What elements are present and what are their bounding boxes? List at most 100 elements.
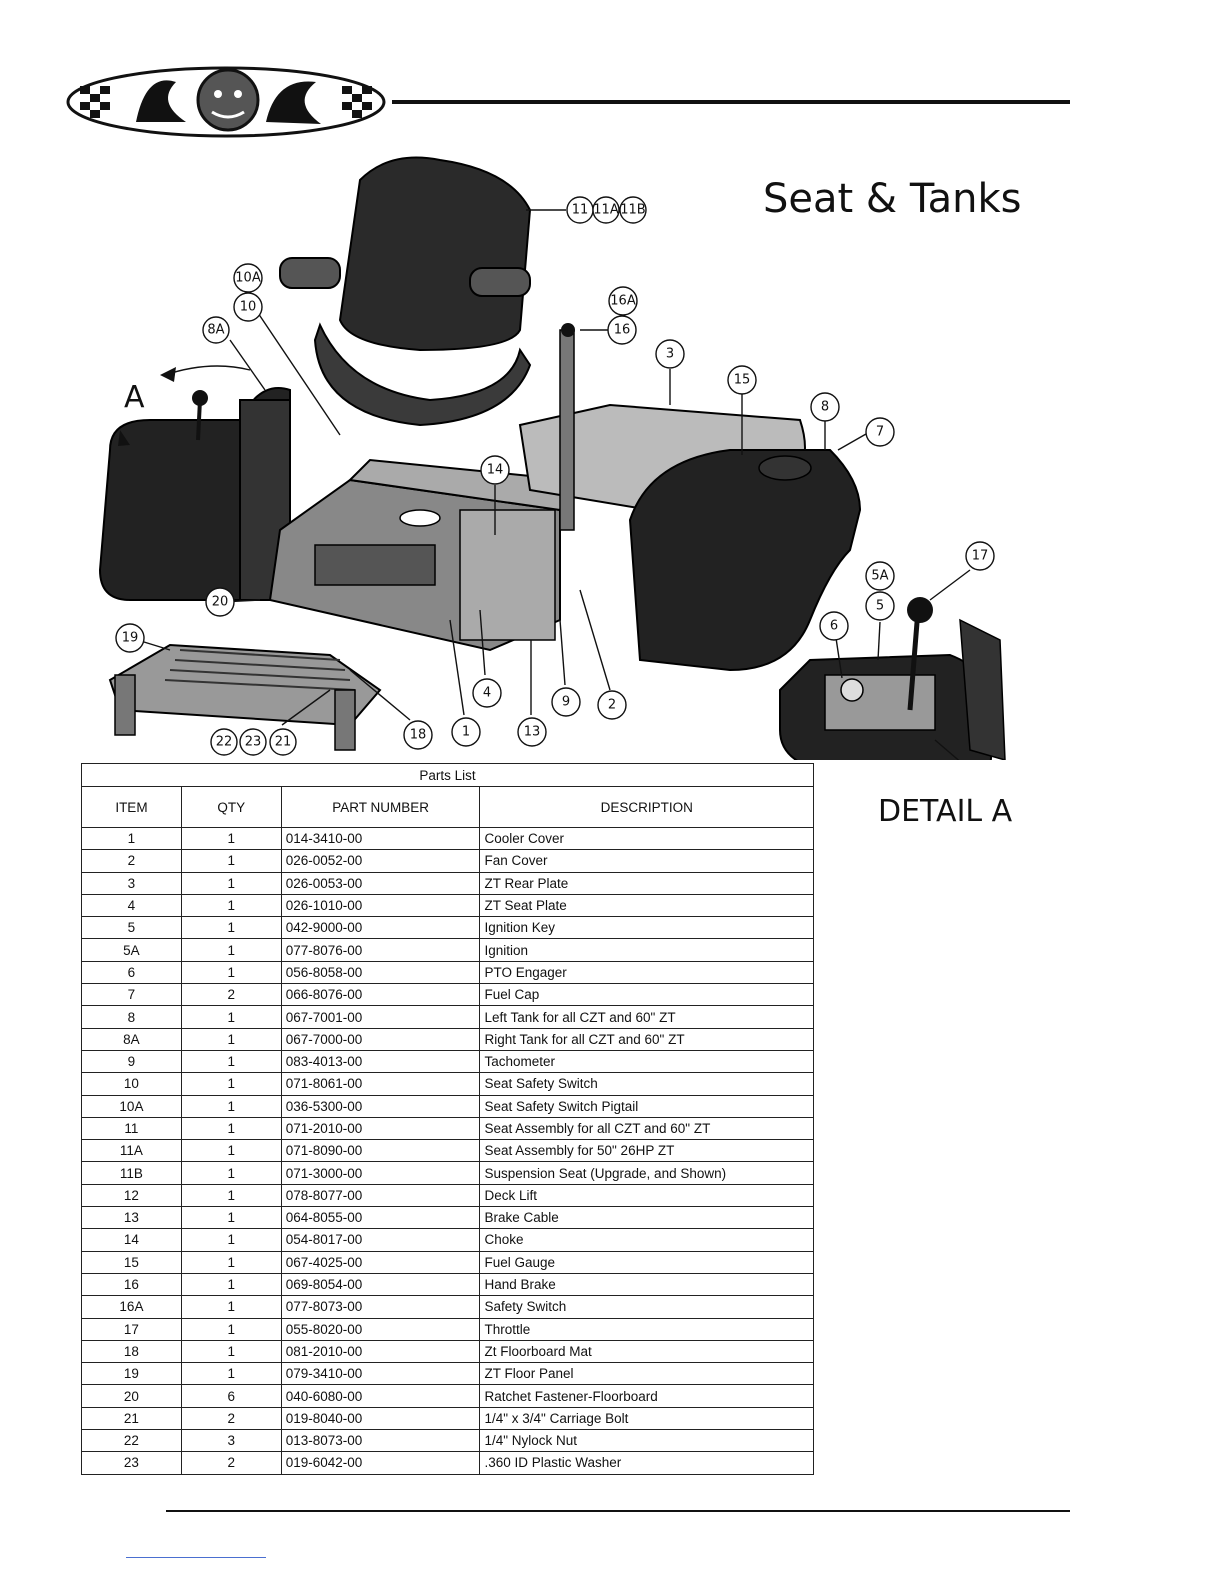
callout-13: 13 xyxy=(517,717,547,747)
svg-text:23: 23 xyxy=(245,735,262,750)
cell-part-number: 040-6080-00 xyxy=(280,1384,481,1408)
callout-14: 14 xyxy=(480,455,510,485)
callout-11: 11 xyxy=(566,196,594,224)
cell-qty: 2 xyxy=(180,1406,282,1431)
cell-qty: 1 xyxy=(180,1094,282,1118)
header-qty: QTY xyxy=(180,786,282,828)
cell-qty: 1 xyxy=(180,1317,282,1341)
leader-lines xyxy=(143,209,971,760)
svg-text:5A: 5A xyxy=(871,569,888,584)
cell-description: Choke xyxy=(479,1228,814,1252)
cell-qty: 6 xyxy=(180,1384,282,1408)
callout-16a: 16A xyxy=(608,286,638,316)
floorboard-illustration xyxy=(108,643,382,751)
svg-text:16A: 16A xyxy=(610,294,636,309)
svg-text:8: 8 xyxy=(821,400,829,415)
cell-description: Fuel Gauge xyxy=(479,1250,814,1274)
svg-text:4: 4 xyxy=(483,686,491,701)
detail-a-label: DETAIL A xyxy=(878,794,1013,829)
callout-11b: 11B xyxy=(619,196,647,224)
svg-text:6: 6 xyxy=(830,619,838,634)
cell-description: Seat Assembly for all CZT and 60" ZT xyxy=(479,1116,814,1141)
cell-description: Deck Lift xyxy=(479,1183,814,1208)
cell-item: 3 xyxy=(81,871,182,895)
cell-description: Suspension Seat (Upgrade, and Shown) xyxy=(479,1161,814,1185)
callout-1: 1 xyxy=(451,717,481,747)
cell-qty: 1 xyxy=(180,1272,282,1297)
cell-description: ZT Rear Plate xyxy=(479,871,814,895)
svg-text:10: 10 xyxy=(240,300,257,315)
right-tank-illustration xyxy=(628,449,862,672)
cell-qty: 1 xyxy=(180,1072,282,1096)
cell-qty: 1 xyxy=(180,1027,282,1051)
cell-part-number: 056-8058-00 xyxy=(280,960,481,985)
callout-20: 20 xyxy=(205,587,235,617)
cell-item: 5 xyxy=(81,916,182,940)
cell-item: 9 xyxy=(81,1049,182,1074)
cell-item: 19 xyxy=(81,1362,182,1386)
cell-description: Safety Switch xyxy=(479,1295,814,1319)
cell-part-number: 083-4013-00 xyxy=(280,1049,481,1074)
cell-part-number: 036-5300-00 xyxy=(280,1094,481,1118)
cell-item: 13 xyxy=(81,1206,182,1230)
cell-qty: 1 xyxy=(180,1295,282,1319)
svg-text:19: 19 xyxy=(122,631,139,646)
callout-16: 16 xyxy=(607,315,637,345)
cell-item: 6 xyxy=(81,960,182,985)
callout-8a: 8A xyxy=(202,316,230,344)
cell-description: .360 ID Plastic Washer xyxy=(479,1451,814,1475)
cell-item: 5A xyxy=(81,938,182,962)
cell-item: 17 xyxy=(81,1317,182,1341)
cell-item: 8A xyxy=(81,1027,182,1051)
callout-17: 17 xyxy=(965,541,995,571)
footer-link-underline xyxy=(126,1557,266,1558)
cell-qty: 1 xyxy=(180,871,282,895)
cell-description: 1/4" x 3/4" Carriage Bolt xyxy=(479,1406,814,1431)
cell-description: Seat Safety Switch Pigtail xyxy=(479,1094,814,1118)
cell-item: 16A xyxy=(81,1295,182,1319)
cell-item: 23 xyxy=(81,1451,182,1475)
callout-10: 10 xyxy=(233,292,263,322)
svg-text:2: 2 xyxy=(608,698,616,713)
cell-part-number: 054-8017-00 xyxy=(280,1228,481,1252)
cell-part-number: 067-4025-00 xyxy=(280,1250,481,1274)
view-a-label: A xyxy=(124,380,145,415)
cell-qty: 2 xyxy=(180,1451,282,1475)
cell-item: 2 xyxy=(81,849,182,873)
cell-part-number: 026-1010-00 xyxy=(280,893,481,918)
exploded-parts-diagram: 11 11A 11B 10A 10 8A 16A 16 3 15 8 7 14 … xyxy=(98,156,1006,760)
cell-description: Fan Cover xyxy=(479,849,814,873)
cell-qty: 1 xyxy=(180,1250,282,1274)
cell-description: Right Tank for all CZT and 60" ZT xyxy=(479,1027,814,1051)
detail-a-console-illustration xyxy=(779,597,1006,760)
callout-21: 21 xyxy=(269,728,297,756)
cell-part-number: 013-8073-00 xyxy=(280,1429,481,1453)
cell-qty: 1 xyxy=(180,1228,282,1252)
cell-item: 14 xyxy=(81,1228,182,1252)
cell-item: 15 xyxy=(81,1250,182,1274)
parts-list-caption: Parts List xyxy=(81,763,814,787)
cell-qty: 1 xyxy=(180,1049,282,1074)
cell-part-number: 079-3410-00 xyxy=(280,1362,481,1386)
cell-description: Throttle xyxy=(479,1317,814,1341)
cell-qty: 1 xyxy=(180,1005,282,1029)
header-part-number: PART NUMBER xyxy=(280,786,481,828)
svg-text:9: 9 xyxy=(562,695,570,710)
cell-part-number: 014-3410-00 xyxy=(280,826,481,851)
svg-text:17: 17 xyxy=(972,549,989,564)
seat-illustration xyxy=(279,156,532,427)
